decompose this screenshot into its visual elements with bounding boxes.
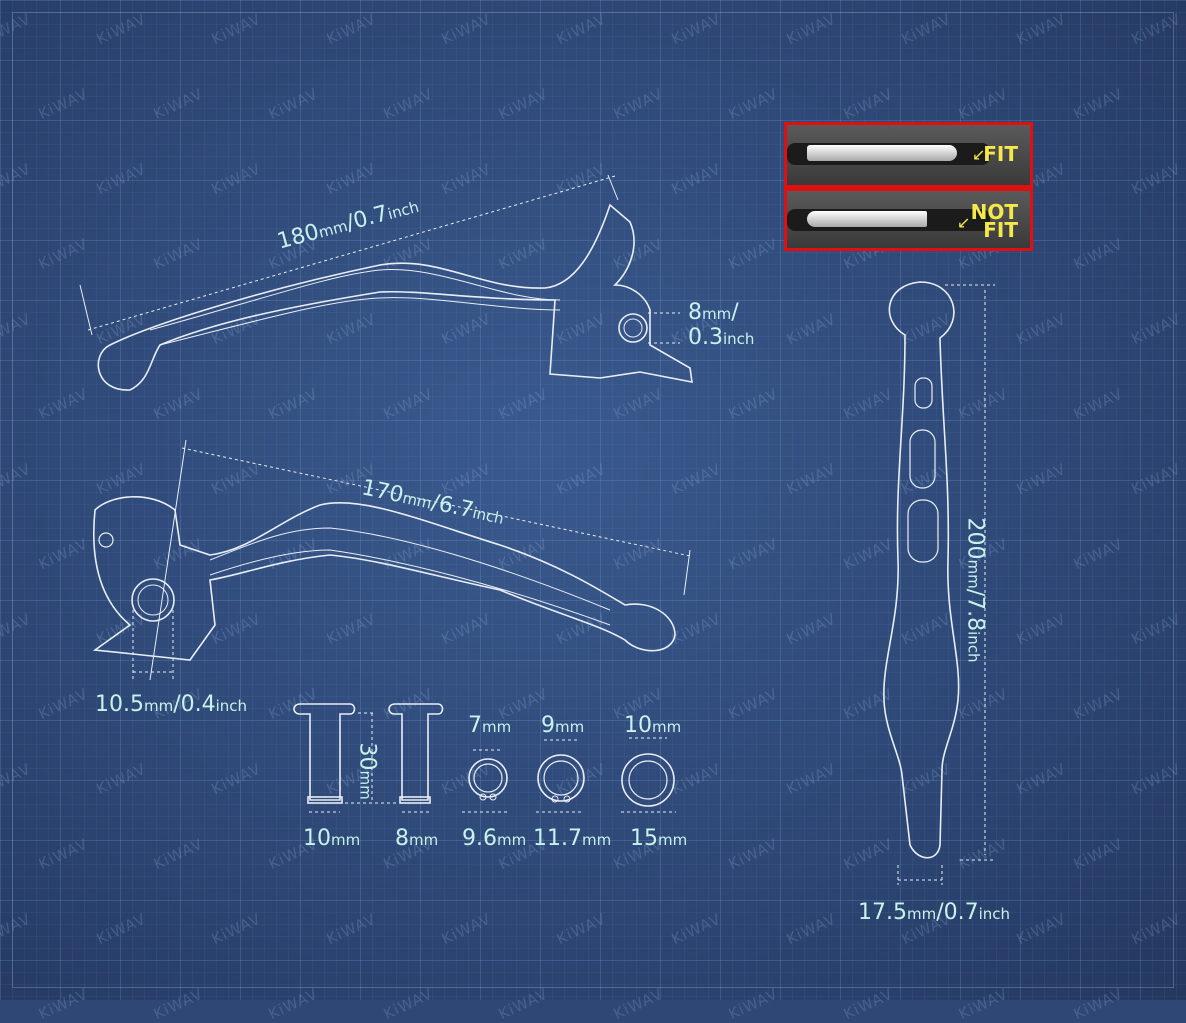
clip2-inner-label: 9mm — [541, 713, 584, 738]
bolt2-label: 8mm — [395, 826, 438, 851]
clip1-inner-label: 7mm — [468, 713, 511, 738]
side-width-label: 17.5mm/0.7inch — [858, 900, 1010, 925]
bolt-length-label: 30mm — [355, 743, 380, 800]
fit-photo: ↙ FIT — [784, 122, 1033, 188]
clip1-outer-label: 9.6mm — [462, 826, 526, 851]
side-length-label: 200mm/7.8inch — [963, 518, 988, 663]
fit-label: FIT — [983, 145, 1018, 163]
clip2-outer-label: 11.7mm — [533, 826, 611, 851]
arrow-icon: ↙ — [957, 213, 970, 232]
bolt1-label: 10mm — [303, 826, 360, 851]
top-pivot-label: 8mm/0.3inch — [688, 300, 754, 350]
bottom-lever-drawing — [94, 440, 690, 680]
washer-inner-label: 10mm — [624, 713, 681, 738]
washer-outer-label: 15mm — [630, 826, 687, 851]
clips-drawing — [462, 738, 676, 812]
bottom-pivot-label: 10.5mm/0.4inch — [95, 692, 247, 717]
